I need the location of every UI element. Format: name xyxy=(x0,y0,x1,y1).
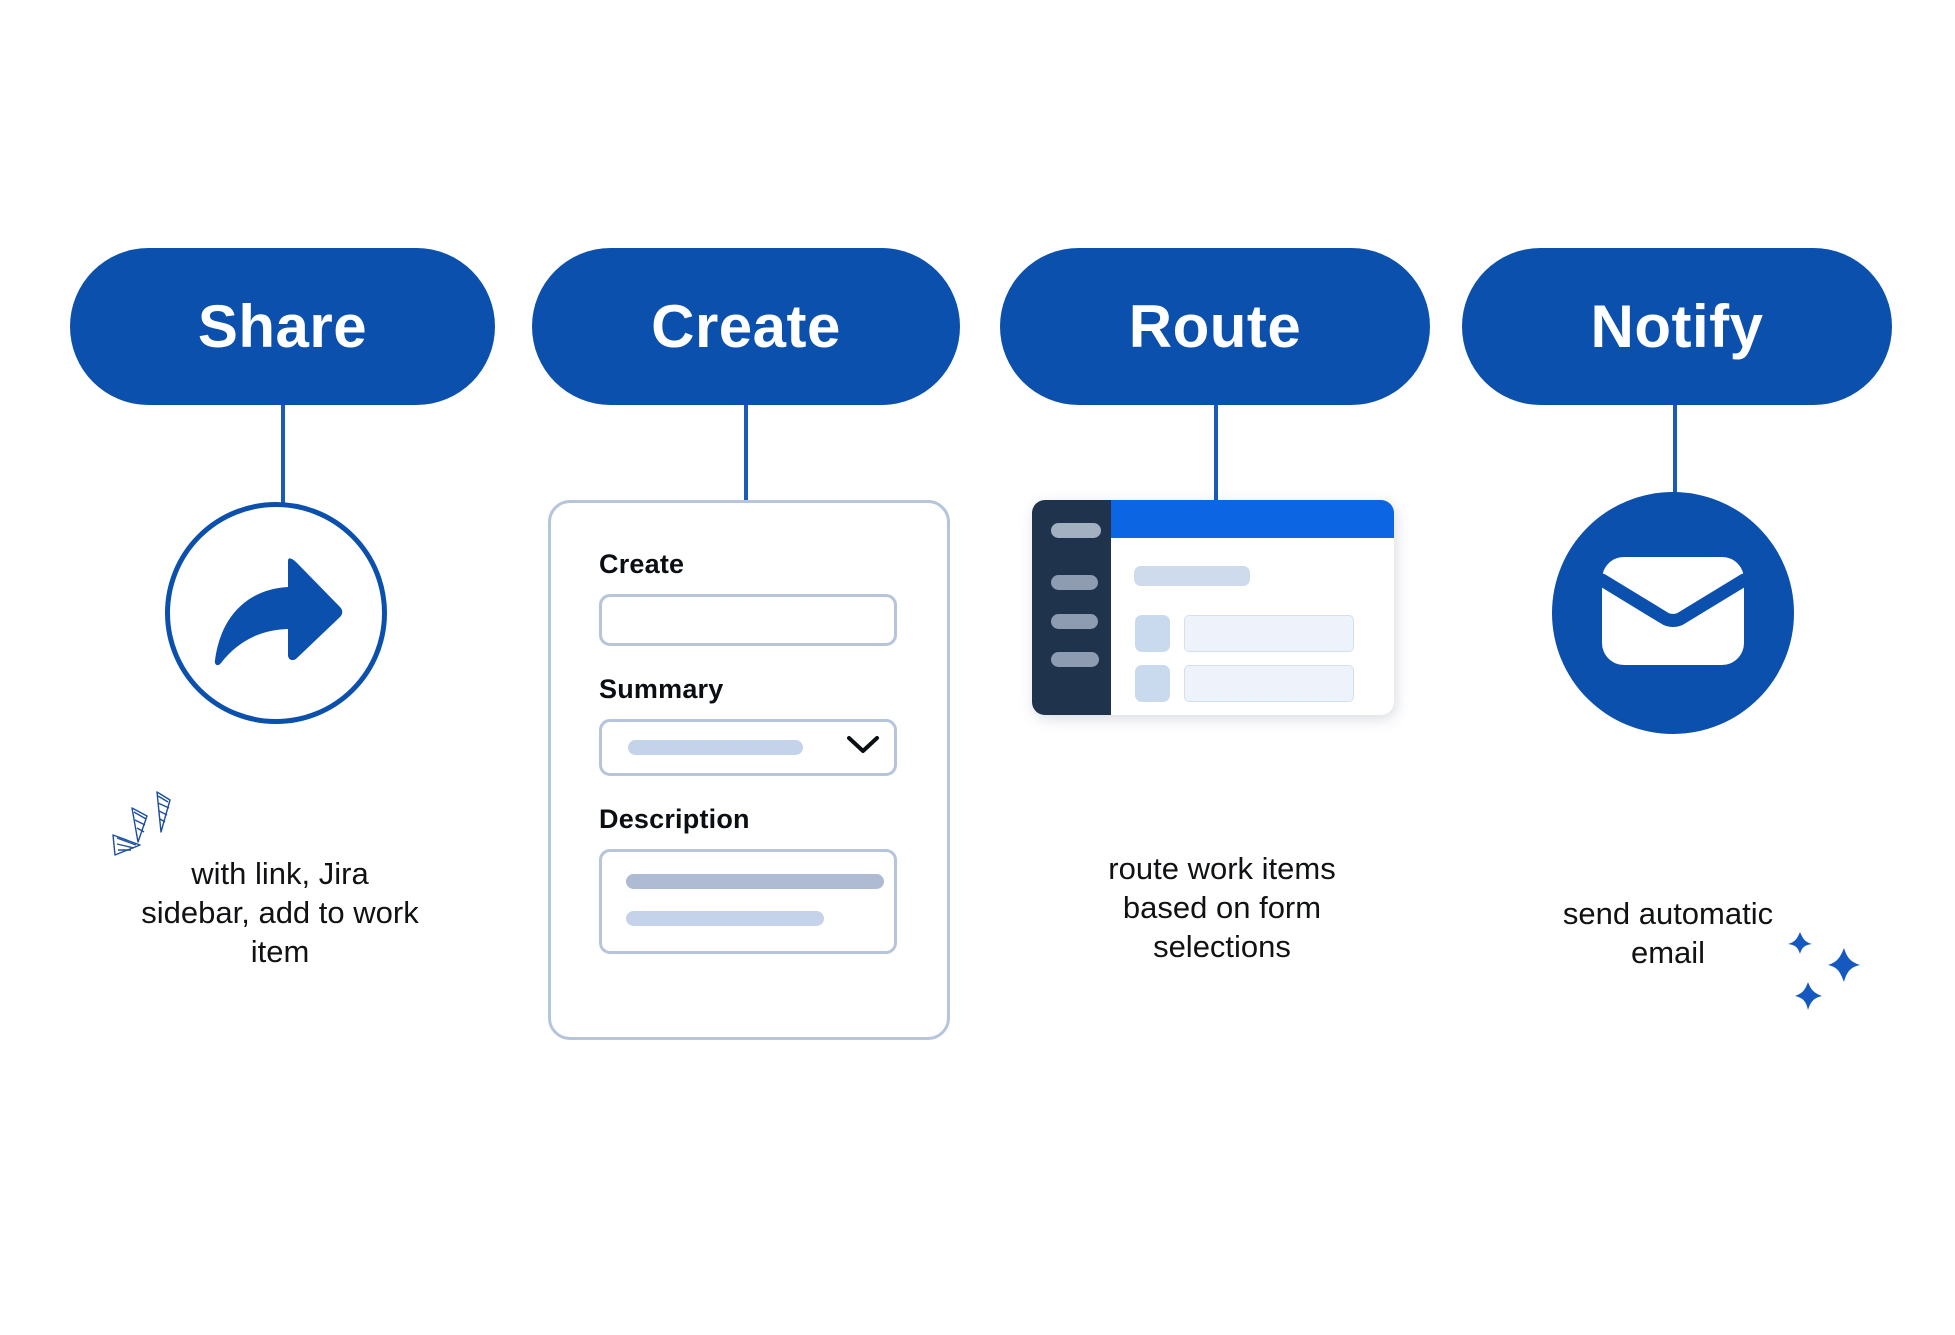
mockup-form-label-2 xyxy=(1135,665,1170,702)
step-pill-route[interactable]: Route xyxy=(1000,248,1430,405)
mockup-nav-item-3 xyxy=(1051,614,1098,629)
mockup-form-input-1 xyxy=(1184,615,1354,652)
caption-route: route work items based on form selection… xyxy=(1108,851,1336,964)
connector-line-share xyxy=(281,405,285,505)
connector-line-create xyxy=(744,405,748,503)
summary-value-placeholder xyxy=(628,740,803,755)
summary-select[interactable] xyxy=(599,719,897,776)
create-field-label: Create xyxy=(599,549,685,579)
mockup-nav-item-1 xyxy=(1051,523,1101,538)
create-form-card: Create Summary Description xyxy=(548,500,950,1040)
mockup-form-label-1 xyxy=(1135,615,1170,652)
step-pill-create[interactable]: Create xyxy=(532,248,960,405)
browser-window-mockup xyxy=(1032,500,1394,715)
connector-line-notify xyxy=(1673,405,1677,495)
description-line-2 xyxy=(626,911,824,926)
notify-icon-circle xyxy=(1552,492,1794,734)
description-field-label: Description xyxy=(599,804,750,834)
step-pill-create-label: Create xyxy=(651,292,841,360)
mockup-sidebar xyxy=(1032,500,1111,715)
step-pill-notify[interactable]: Notify xyxy=(1462,248,1892,405)
mockup-title-placeholder xyxy=(1134,566,1250,586)
confetti-doodle xyxy=(112,790,202,880)
step-pill-share[interactable]: Share xyxy=(70,248,495,405)
mockup-form-input-2 xyxy=(1184,665,1354,702)
mockup-content-area xyxy=(1111,500,1394,715)
summary-field-label: Summary xyxy=(599,674,724,704)
caption-notify: send automatic email xyxy=(1562,896,1774,970)
mockup-header-bar xyxy=(1111,500,1394,538)
connector-line-route xyxy=(1214,405,1218,503)
mockup-nav-item-2 xyxy=(1051,575,1098,590)
chevron-down-icon xyxy=(846,735,880,760)
envelope-icon xyxy=(1595,553,1751,674)
step-pill-route-label: Route xyxy=(1128,292,1302,360)
description-textarea[interactable] xyxy=(599,849,897,954)
caption-share: with link, Jira sidebar, add to work ite… xyxy=(141,856,419,969)
create-text-input[interactable] xyxy=(599,594,897,646)
mockup-nav-item-4 xyxy=(1051,652,1099,667)
step-pill-notify-label: Notify xyxy=(1590,292,1764,360)
share-arrow-icon xyxy=(209,557,344,669)
description-line-1 xyxy=(626,874,884,889)
share-icon-circle xyxy=(165,502,387,724)
birds-doodle xyxy=(1778,930,1874,1021)
step-pill-share-label: Share xyxy=(197,292,368,360)
